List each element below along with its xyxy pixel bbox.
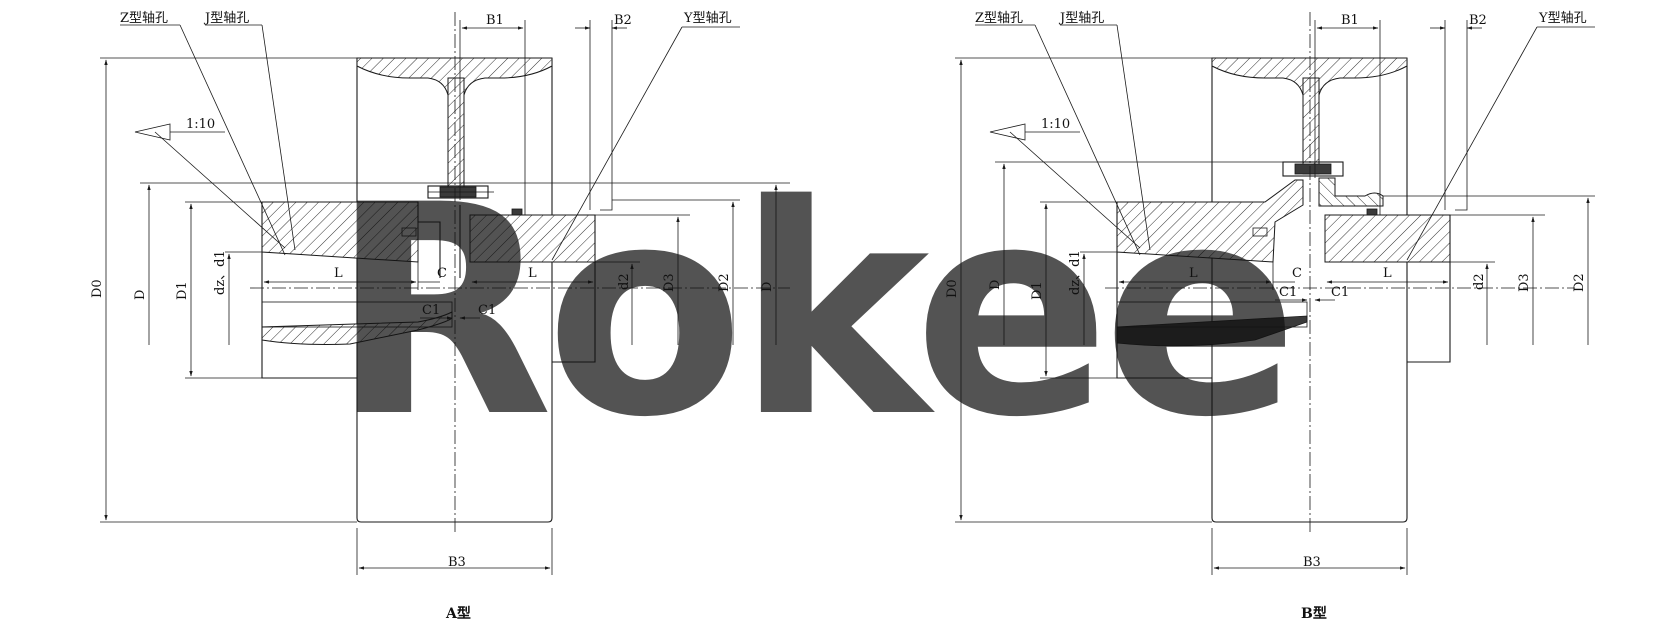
label-l-right: L: [1383, 266, 1392, 281]
label-d2: D2: [717, 273, 732, 292]
watermark-logo: Rokee: [330, 144, 1299, 481]
view-a-title: A型: [445, 605, 471, 622]
label-taper: 1:10: [186, 117, 215, 132]
label-y-bore: Y型轴孔: [1538, 11, 1587, 26]
label-j-bore: J型轴孔: [203, 11, 249, 26]
label-d3: D3: [662, 273, 677, 292]
label-dz-d1: dz、d1: [1068, 250, 1083, 295]
label-d-left: D: [988, 280, 1003, 290]
label-b3: B3: [448, 555, 466, 570]
label-b3: B3: [1303, 555, 1321, 570]
bolt-assembly: [417, 185, 523, 278]
label-b1: B1: [486, 13, 504, 28]
label-j-bore: J型轴孔: [1058, 11, 1104, 26]
label-c1-left: C1: [422, 303, 440, 318]
label-l-left: L: [334, 266, 343, 281]
label-d0: D0: [945, 279, 960, 298]
labels: Z型轴孔 J型轴孔 Y型轴孔 1:10 B1 B2 B3 D0 D D1 dz、…: [945, 11, 1587, 622]
label-d-left: D: [133, 290, 148, 300]
label-l-right: L: [528, 266, 537, 281]
view-a: Z型轴孔 J型轴孔 Y型轴孔 1:10 B1 B2 B3 D0 D D1 dz、…: [90, 11, 790, 622]
label-b2: B2: [1469, 13, 1487, 28]
label-d0: D0: [90, 279, 105, 298]
label-d2-small: d2: [1472, 273, 1487, 290]
label-c1-right: C1: [1331, 285, 1349, 300]
label-d2-small: d2: [617, 273, 632, 290]
label-d3: D3: [1517, 273, 1532, 292]
label-b2: B2: [614, 13, 632, 28]
label-z-bore: Z型轴孔: [975, 11, 1023, 26]
bolt-assembly: [1282, 161, 1384, 216]
dimensions: [955, 20, 1595, 575]
watermark-text: Rokee: [330, 144, 1291, 481]
label-d1: D1: [1030, 281, 1045, 300]
label-dz-d1: dz、d1: [213, 250, 228, 295]
label-c: C: [437, 266, 447, 281]
view-b-title: B型: [1301, 605, 1327, 622]
labels: Z型轴孔 J型轴孔 Y型轴孔 1:10 B1 B2 B3 D0 D D1 dz、…: [90, 11, 775, 622]
label-d2: D2: [1572, 273, 1587, 292]
label-c1-left: C1: [1279, 285, 1297, 300]
label-c1-right: C1: [478, 303, 496, 318]
dimensions: [100, 20, 790, 575]
right-hub: [1324, 205, 1500, 363]
label-d-right: D: [760, 282, 775, 292]
watermark-accent: [818, 255, 920, 323]
label-l-left: L: [1189, 266, 1198, 281]
label-taper: 1:10: [1041, 117, 1070, 132]
label-b1: B1: [1341, 13, 1359, 28]
view-b: Z型轴孔 J型轴孔 Y型轴孔 1:10 B1 B2 B3 D0 D D1 dz、…: [945, 11, 1595, 622]
label-c: C: [1292, 266, 1302, 281]
label-y-bore: Y型轴孔: [683, 11, 732, 26]
label-z-bore: Z型轴孔: [120, 11, 168, 26]
label-d1: D1: [175, 281, 190, 300]
